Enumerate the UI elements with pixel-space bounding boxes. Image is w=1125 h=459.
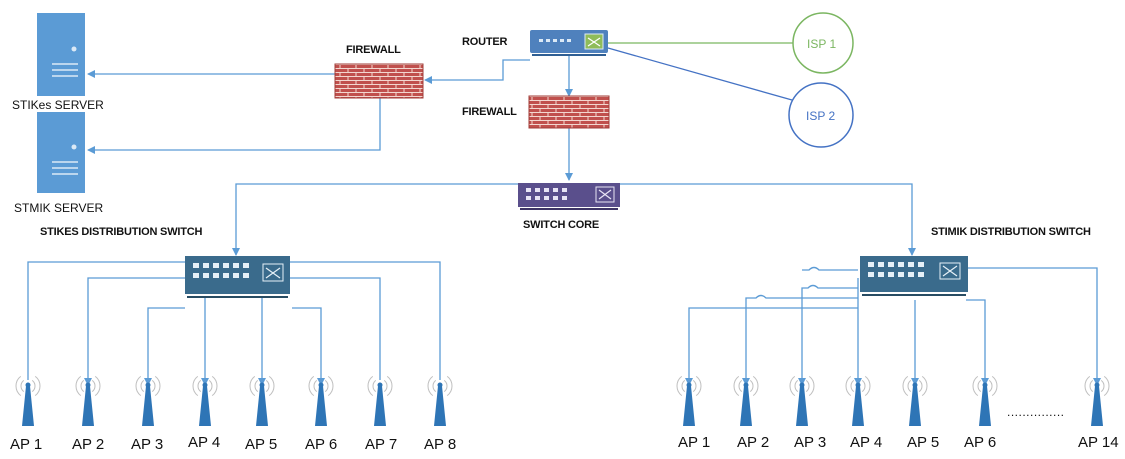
link-ap4-right	[802, 266, 858, 271]
link-ap6-right	[966, 299, 989, 386]
access-point-antenna-icon	[845, 376, 871, 426]
left-firewall-icon	[334, 63, 424, 99]
isp1-label: ISP 1	[807, 37, 837, 51]
link-ap8-left	[290, 261, 441, 380]
right-ap3-label: AP 3	[794, 434, 827, 451]
right-ap2-label: AP 2	[737, 434, 770, 451]
isp1-circle-icon	[792, 12, 854, 74]
switch-core-label: SWITCH CORE	[523, 219, 600, 231]
stikes-distribution-switch-icon	[185, 256, 290, 298]
link-ap3-right	[798, 284, 858, 386]
access-point-antenna-icon	[249, 376, 275, 426]
router-label: ROUTER	[462, 36, 508, 48]
access-point-icons	[15, 376, 1110, 426]
access-point-antenna-icon	[15, 376, 41, 426]
right-ap6-label: AP 6	[964, 434, 997, 451]
link-firewall-stmik-server	[87, 96, 381, 154]
stikes-server-label: STIKes SERVER	[12, 98, 104, 112]
stmik-server-label: STMIK SERVER	[14, 201, 104, 215]
left-firewall-label: FIREWALL	[346, 44, 401, 56]
access-point-antenna-icon	[135, 376, 161, 426]
access-point-antenna-icon	[308, 376, 334, 426]
link-ap6-left	[292, 307, 325, 386]
right-ap14-label: AP 14	[1078, 434, 1119, 451]
left-ap7-label: AP 7	[365, 436, 398, 453]
access-point-antenna-icon	[789, 376, 815, 426]
left-ap5-label: AP 5	[245, 436, 278, 453]
router-icon	[530, 30, 608, 56]
isp2-label: ISP 2	[806, 109, 836, 123]
access-point-antenna-icon	[367, 376, 393, 426]
stmik-server-icon	[37, 112, 85, 193]
left-ap6-label: AP 6	[305, 436, 338, 453]
link-ap1-right	[685, 307, 858, 386]
link-ap2-left	[84, 277, 185, 386]
link-ap2-right	[742, 294, 858, 386]
access-point-antenna-icon	[75, 376, 101, 426]
center-firewall-label: FIREWALL	[462, 106, 517, 118]
link-core-stikes	[232, 183, 518, 256]
stimik-distribution-switch-icon	[860, 256, 968, 296]
link-ap14-right	[968, 267, 1101, 386]
access-point-antenna-icon	[676, 376, 702, 426]
access-point-antenna-icon	[1084, 376, 1110, 426]
center-firewall-icon	[528, 95, 610, 129]
access-point-antenna-icon	[427, 376, 453, 426]
left-ap8-label: AP 8	[424, 436, 457, 453]
stikes-server-icon	[37, 13, 85, 96]
right-ap1-label: AP 1	[678, 434, 711, 451]
access-point-antenna-icon	[192, 376, 218, 426]
link-router-isp2	[607, 47, 793, 101]
link-ap7-left	[290, 277, 381, 380]
stikes-distribution-switch-label: STIKES DISTRIBUTION SWITCH	[40, 226, 203, 238]
access-point-antenna-icon	[972, 376, 998, 426]
link-ap1-left	[27, 261, 185, 380]
right-ap5-label: AP 5	[907, 434, 940, 451]
stimik-distribution-switch-label: STIMIK DISTRIBUTION SWITCH	[931, 226, 1091, 238]
left-ap2-label: AP 2	[72, 436, 105, 453]
left-ap4-label: AP 4	[188, 434, 221, 451]
right-ap4-label: AP 4	[850, 434, 883, 451]
access-point-antenna-icon	[733, 376, 759, 426]
isp2-circle-icon	[788, 82, 854, 148]
left-ap3-label: AP 3	[131, 436, 164, 453]
link-core-stimik	[620, 183, 916, 256]
access-point-antenna-icon	[902, 376, 928, 426]
connection-lines	[27, 56, 1101, 386]
link-ap3-left	[144, 307, 185, 386]
link-router-left-firewall	[424, 59, 530, 84]
left-ap1-label: AP 1	[10, 436, 43, 453]
ellipsis-label: ...............	[1007, 405, 1065, 419]
switch-core-icon	[518, 183, 620, 210]
